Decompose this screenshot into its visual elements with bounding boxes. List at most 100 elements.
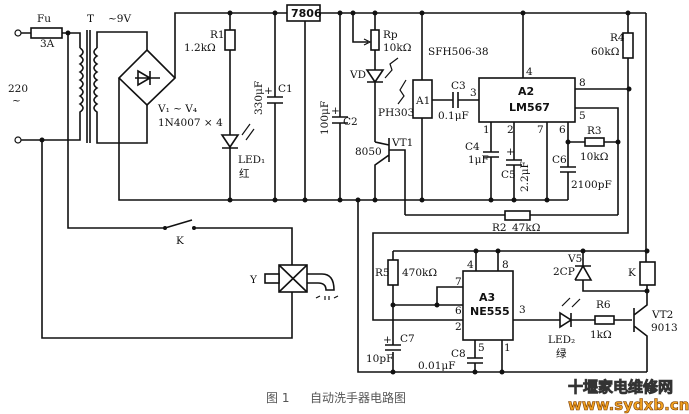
label-labels-vt1-part: 8050 bbox=[355, 146, 382, 158]
label-labels-vt2-part: 9013 bbox=[651, 322, 678, 334]
label-labels-c6: C6 bbox=[552, 154, 567, 166]
label-labels-relay-k: K bbox=[628, 267, 636, 279]
label-labels-plus: + bbox=[383, 334, 392, 346]
label-labels-c3-value: 0.1μF bbox=[438, 110, 469, 122]
c4 bbox=[483, 122, 499, 200]
figure-number: 图 1 bbox=[266, 391, 289, 405]
label-labels-bridge-part: 1N4007 × 4 bbox=[158, 117, 223, 129]
label-labels-led1: LED₁ bbox=[238, 154, 265, 166]
label-labels-vd: VD bbox=[349, 69, 366, 81]
label-labels-c7: C7 bbox=[400, 333, 415, 345]
a1 bbox=[412, 79, 433, 119]
label-labels-c4-value: 1μF bbox=[468, 154, 489, 166]
label-labels-switch-k: K bbox=[176, 235, 184, 247]
label-labels-a3-pins-3: 6 bbox=[455, 305, 462, 317]
a2 bbox=[478, 77, 576, 123]
label-labels-a2-pins-6: 7 bbox=[537, 124, 544, 136]
label-labels-r6-value: 1kΩ bbox=[590, 329, 612, 341]
label-labels-r4: R4 bbox=[610, 32, 625, 44]
label-labels-plus: + bbox=[506, 146, 515, 158]
label-labels-a2-pins-1: 8 bbox=[579, 77, 586, 89]
label-labels-fuse-value: 3A bbox=[40, 38, 55, 50]
label-labels-r3-value: 10kΩ bbox=[580, 151, 609, 163]
switch-k bbox=[164, 219, 193, 229]
label-labels-mains-ac: ~ bbox=[12, 95, 21, 107]
label-labels-c1-value: 330μF bbox=[253, 81, 265, 115]
label-labels-r2-value: 47kΩ bbox=[512, 222, 541, 234]
label-labels-a2-pins-2: 5 bbox=[579, 110, 586, 122]
label-labels-r1-value: 1.2kΩ bbox=[184, 42, 216, 54]
label-labels-fuse: Fu bbox=[37, 13, 51, 25]
r6 bbox=[594, 315, 615, 325]
label-labels-c2: C2 bbox=[343, 116, 358, 128]
label-labels-rp: Rp bbox=[383, 29, 398, 41]
mains-input: Fu 3A 220 ~ bbox=[8, 13, 81, 144]
c1 bbox=[267, 13, 283, 200]
label-labels-a2-pins-5: 2 bbox=[507, 124, 514, 136]
transformer: T ~9V bbox=[78, 13, 148, 144]
label-labels-a2-pins-3: 3 bbox=[470, 87, 477, 99]
label-labels-r1: R1 bbox=[210, 29, 225, 41]
label-labels-r6: R6 bbox=[596, 299, 611, 311]
label-labels-a1-part: SFH506-38 bbox=[428, 46, 489, 58]
figure-title: 自动洗手器电路图 bbox=[310, 390, 406, 405]
label-labels-c4: C4 bbox=[465, 141, 480, 153]
ir-receiver: A1 SFH506-38 C3 0.1μF bbox=[397, 10, 489, 203]
r4 bbox=[622, 32, 634, 59]
label-labels-a1: A1 bbox=[415, 95, 430, 107]
label-labels-a3-pins-6: 5 bbox=[478, 342, 485, 354]
label-labels-led2: LED₂ bbox=[548, 334, 575, 346]
relay-k bbox=[639, 261, 656, 286]
label-labels-a3-part: NE555 bbox=[470, 305, 510, 318]
label-labels-a2-pins-7: 6 bbox=[559, 124, 566, 136]
lm567-decoder: A2 LM567 4 8 5 3 1 2 7 6 C4 1μF + C5 2.2… bbox=[372, 10, 647, 321]
faucet-icon bbox=[307, 273, 335, 291]
c5 bbox=[506, 122, 522, 200]
label-labels-c8: C8 bbox=[451, 348, 466, 360]
label-labels-v5-part: 2CP bbox=[553, 266, 575, 278]
label-labels-plus: + bbox=[331, 105, 340, 117]
fuse bbox=[30, 27, 63, 39]
regulator-section: 7806 C2 + 100μF bbox=[286, 4, 646, 203]
label-labels-a2-part: LM567 bbox=[509, 101, 550, 114]
ir-transmitter: Rp 10kΩ VD PH303 VT1 8050 bbox=[349, 10, 414, 215]
a3 bbox=[462, 270, 514, 341]
label-labels-a2: A2 bbox=[518, 85, 534, 98]
label-labels-a3-pins-1: 8 bbox=[502, 259, 509, 271]
label-labels-vt1: VT1 bbox=[391, 137, 413, 149]
c3 bbox=[432, 92, 479, 108]
label-labels-c7-value: 10pF bbox=[366, 353, 393, 365]
label-labels-c1: C1 bbox=[278, 83, 293, 95]
label-labels-plus: + bbox=[264, 85, 273, 97]
label-labels-v5: V5 bbox=[567, 253, 582, 265]
label-labels-c3: C3 bbox=[451, 80, 466, 92]
label-labels-r4-value: 60kΩ bbox=[591, 46, 620, 58]
label-labels-vd-part: PH303 bbox=[378, 107, 414, 119]
label-labels-a2-pins-4: 1 bbox=[483, 124, 490, 136]
label-labels-mains: 220 bbox=[8, 83, 28, 95]
label-labels-transformer: T bbox=[87, 13, 94, 25]
vt1 bbox=[374, 138, 406, 215]
r2 bbox=[504, 210, 531, 221]
led2 bbox=[513, 311, 632, 329]
label-labels-r3: R3 bbox=[587, 125, 602, 137]
label-labels-valve: Y bbox=[249, 274, 258, 286]
label-labels-r5-value: 470kΩ bbox=[402, 267, 437, 279]
vd bbox=[365, 69, 385, 84]
label-labels-c2-value: 100μF bbox=[319, 101, 331, 135]
label-labels-regulator: 7806 bbox=[291, 7, 322, 20]
label-labels-vt2: VT2 bbox=[651, 309, 673, 321]
label-labels-bridge: V₁ ~ V₄ bbox=[157, 103, 197, 115]
label-labels-a3-pins-5: 3 bbox=[519, 304, 526, 316]
c2 bbox=[332, 13, 348, 200]
watermark-line2: www.sydxb.cn bbox=[568, 396, 689, 414]
label-labels-c8-value: 0.01μF bbox=[418, 360, 456, 372]
r3 bbox=[584, 137, 605, 147]
label-labels-rp-value: 10kΩ bbox=[383, 42, 412, 54]
label-labels-c5-value: 2.2μF bbox=[519, 161, 531, 192]
label-labels-led1-color: 红 bbox=[239, 167, 250, 180]
rp bbox=[370, 29, 380, 51]
label-labels-c5: C5 bbox=[501, 169, 516, 181]
